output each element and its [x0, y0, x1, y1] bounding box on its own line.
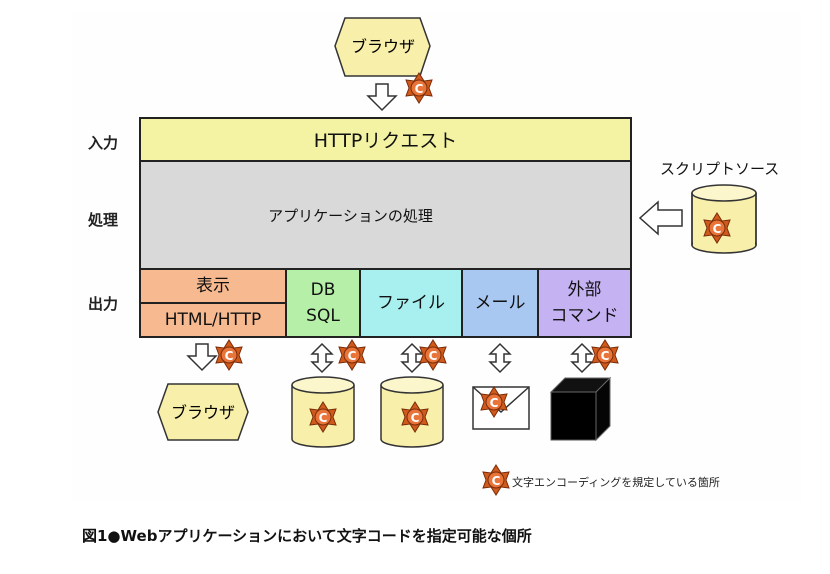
encoding-marker-display: C: [215, 339, 243, 371]
display-down-arrow: [186, 343, 218, 372]
top-browser-label: ブラウザ: [351, 37, 415, 56]
encoding-marker-db: C: [338, 339, 366, 371]
output-db-box: DB SQL: [285, 268, 361, 338]
file-cylinder: [380, 376, 444, 448]
output-display-box: 表示 HTML/HTTP: [139, 268, 287, 338]
row-label-process: 処理: [88, 211, 119, 229]
row-label-output: 出力: [88, 295, 119, 313]
script-source-cylinder: [691, 184, 757, 254]
request-down-arrow: [366, 83, 398, 112]
svg-text:C: C: [429, 349, 438, 363]
svg-text:C: C: [411, 411, 420, 425]
encoding-marker-file: C: [419, 339, 447, 371]
output-db-line2: SQL: [306, 306, 340, 326]
encoding-marker-file-store: C: [401, 401, 429, 433]
svg-text:C: C: [348, 349, 357, 363]
script-left-arrow: [638, 200, 683, 236]
svg-text:C: C: [225, 349, 234, 363]
encoding-marker-script: C: [703, 212, 731, 244]
svg-text:C: C: [415, 82, 424, 96]
mail-updown-arrow: [488, 342, 512, 374]
output-mail-box: メール: [461, 268, 539, 338]
http-request-box: HTTPリクエスト: [139, 117, 632, 162]
output-command-box: 外部 コマンド: [537, 268, 632, 338]
svg-text:C: C: [713, 222, 722, 236]
application-process-label: アプリケーションの処理: [268, 206, 433, 225]
application-process-box: アプリケーションの処理: [139, 160, 632, 270]
encoding-marker-top-browser: C: [405, 72, 433, 104]
output-file-box: ファイル: [359, 268, 463, 338]
legend-text: 文字エンコーディングを規定している箇所: [512, 476, 720, 489]
output-display-top: 表示: [141, 270, 285, 302]
svg-text:C: C: [492, 474, 501, 488]
output-db-line1: DB: [310, 280, 336, 300]
output-mail-label: メール: [474, 293, 526, 313]
file-updown-arrow: [400, 342, 424, 374]
svg-text:C: C: [601, 349, 610, 363]
script-source-label: スクリプトソース: [660, 160, 780, 178]
bottom-browser-shape: [157, 383, 249, 441]
figure-caption: 図1●Webアプリケーションにおいて文字コードを指定可能な個所: [82, 527, 532, 545]
legend-marker: C: [482, 464, 510, 496]
encoding-marker-database: C: [309, 401, 337, 433]
svg-text:C: C: [319, 411, 328, 425]
output-file-label: ファイル: [377, 293, 445, 313]
svg-text:C: C: [490, 396, 499, 410]
db-updown-arrow: [310, 342, 334, 374]
command-updown-arrow: [570, 342, 594, 374]
row-label-input: 入力: [88, 134, 119, 152]
command-cube-icon: [549, 376, 612, 442]
output-command-line2: コマンド: [550, 306, 619, 326]
output-command-line1: 外部: [567, 280, 602, 300]
bottom-browser-label: ブラウザ: [171, 403, 235, 422]
encoding-marker-mail: C: [480, 386, 508, 418]
http-request-label: HTTPリクエスト: [313, 130, 458, 152]
encoding-marker-command: C: [591, 339, 619, 371]
output-display-bottom: HTML/HTTP: [141, 302, 285, 336]
